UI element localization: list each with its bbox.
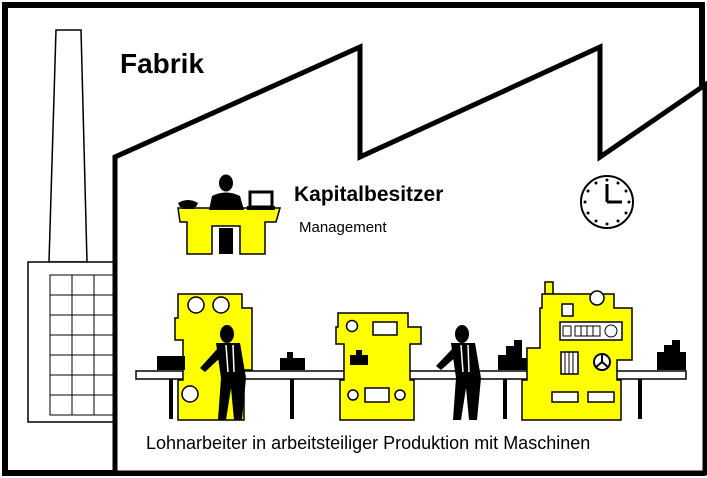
window-grid bbox=[49, 274, 115, 416]
wall-clock-icon bbox=[580, 175, 634, 229]
machine-middle bbox=[335, 312, 422, 421]
workpieces bbox=[157, 340, 686, 370]
worker-figure-right bbox=[436, 325, 481, 420]
diagram-title: Fabrik bbox=[120, 48, 205, 79]
chimney bbox=[27, 29, 119, 423]
manager-desk bbox=[177, 174, 281, 255]
telephone-icon bbox=[178, 200, 198, 209]
computer-icon bbox=[247, 190, 275, 210]
owner-label: Kapitalbesitzer bbox=[294, 183, 444, 206]
production-caption: Lohnarbeiter in arbeitsteiliger Produkti… bbox=[146, 433, 591, 453]
worker-figure-left bbox=[200, 325, 246, 420]
machine-right bbox=[521, 281, 633, 421]
manager-figure bbox=[209, 174, 244, 254]
management-label: Management bbox=[299, 219, 387, 236]
conveyor-belt bbox=[135, 370, 687, 419]
